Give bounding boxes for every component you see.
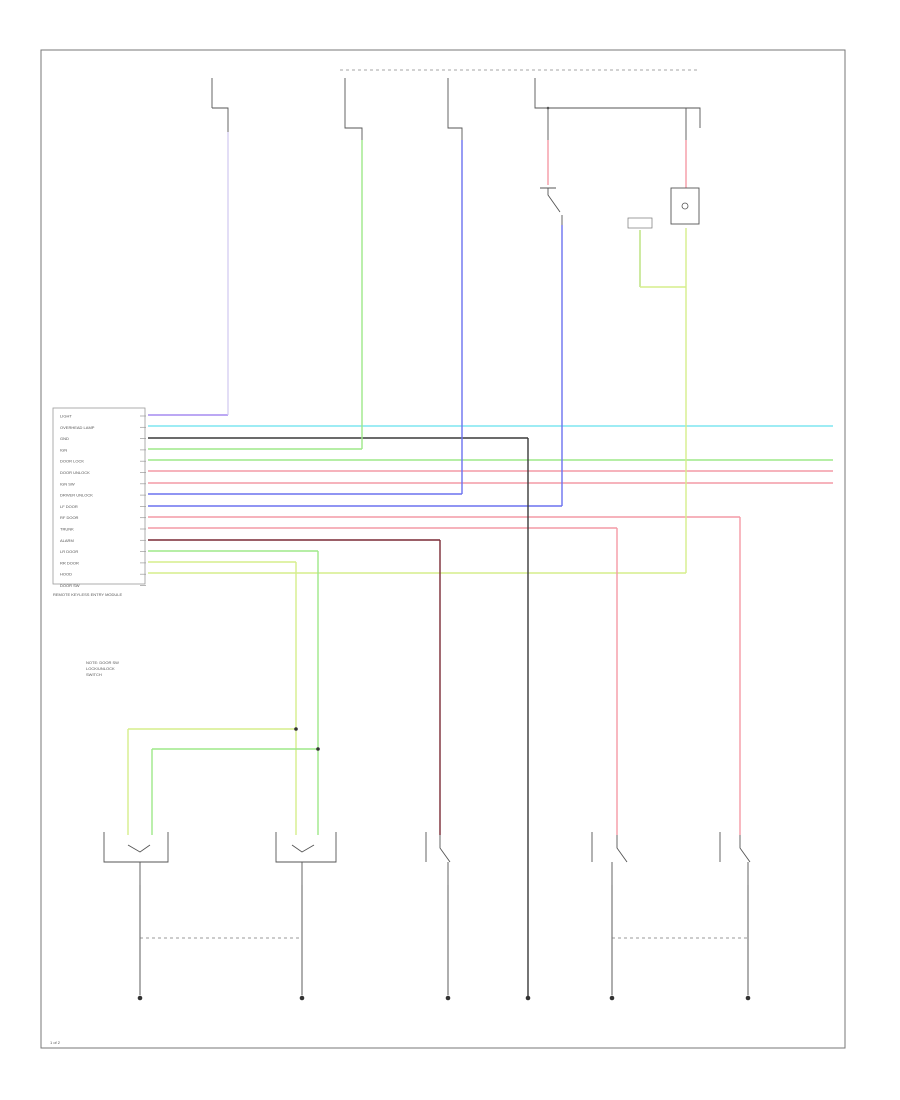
sensor-icon: [627, 217, 653, 229]
hood-switch-icon: [425, 832, 451, 885]
lower-switches: [103, 832, 751, 1001]
fuse-3: [447, 78, 463, 140]
connector-pin-label: DOOR UNLOCK: [60, 470, 90, 475]
note-line-2: LOCK/UNLOCK: [86, 666, 115, 671]
ground-point-5: [609, 995, 615, 1001]
ground-point-6: [745, 995, 751, 1001]
fuse-feed-4: [547, 108, 687, 140]
vertical-wires: [127, 132, 741, 1000]
ground-point-4: [525, 995, 531, 1001]
module-label: REMOTE KEYLESS ENTRY MODULE: [53, 592, 123, 597]
connector-pin-label: DRIVER UNLOCK: [60, 493, 93, 498]
connector-pin-label: DOOR SW: [60, 583, 80, 588]
fuse-2: [344, 78, 363, 140]
page-number: 1 of 2: [50, 1040, 61, 1045]
diagram-frame: [40, 49, 846, 1049]
relay-coil-icon: [681, 202, 689, 210]
top-fuses: [211, 69, 701, 140]
note-line-1: NOTE: DOOR SW: [86, 660, 119, 665]
connector-pin-label: ALARM: [60, 538, 74, 543]
lf-lock-switch-icon: [103, 832, 169, 885]
connector-pin-label: HOOD: [60, 572, 72, 577]
junctions: [294, 727, 320, 751]
ground-point-1: [137, 995, 143, 1001]
connector-pins: LIGHT OVERHEAD LAMP GND IGN DOOR LOCK DOOR UN…: [60, 414, 146, 588]
junction-rr: [316, 747, 320, 751]
bus-wires: [148, 414, 833, 574]
rf-lock-switch-icon: [275, 832, 337, 885]
connector-pin-label: DOOR LOCK: [60, 459, 84, 464]
junction-lr: [294, 727, 298, 731]
connector-pin-label: LIGHT: [60, 414, 72, 419]
connector-pin-label: LR DOOR: [60, 549, 78, 554]
trunk-switch-icon: [591, 832, 628, 885]
junction-dot: [546, 106, 550, 110]
module-connector: [52, 407, 146, 585]
connector-pin-label: GND: [60, 436, 69, 441]
connector-pin-label: IGN: [60, 447, 67, 452]
ground-point-2: [299, 995, 305, 1001]
connector-pin-label: TRUNK: [60, 527, 74, 532]
note-line-3: SWITCH: [86, 672, 102, 677]
connector-pin-label: IGN SW: [60, 481, 75, 486]
switch-icon: [540, 187, 563, 225]
fuse-4: [534, 78, 701, 128]
connector-pin-label: RR DOOR: [60, 560, 79, 565]
connector-pin-label: RF DOOR: [60, 515, 79, 520]
fuse-1: [211, 78, 229, 132]
connector-pin-label: OVERHEAD LAMP: [60, 425, 95, 430]
upper-components: [540, 187, 700, 229]
connector-pin-label: LF DOOR: [60, 504, 78, 509]
relay-icon: [670, 187, 700, 225]
rf-door-switch-icon: [719, 832, 751, 885]
ground-point-3: [445, 995, 451, 1001]
